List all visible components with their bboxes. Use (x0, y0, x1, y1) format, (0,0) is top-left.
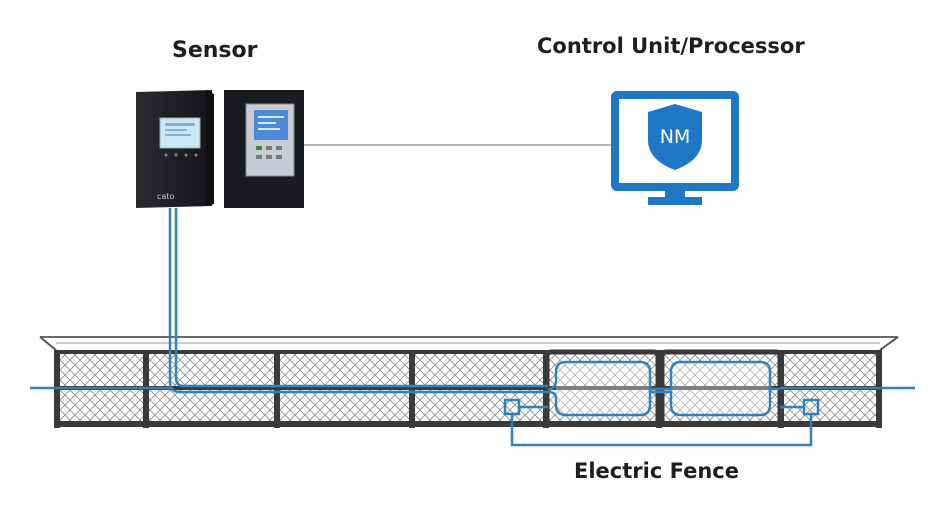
sensor-cable (30, 208, 915, 447)
electric-fence-label: Electric Fence (574, 459, 739, 483)
sensor-device-left: cato (136, 90, 214, 208)
sensor-screen-right (254, 110, 288, 140)
control-unit-label: Control Unit/Processor (537, 34, 805, 58)
sensor-screen-left (159, 117, 201, 149)
control-unit-monitor: NM (611, 91, 739, 205)
sensor-device-right (224, 90, 304, 208)
sensor-label: Sensor (172, 38, 258, 63)
shield-icon (648, 104, 702, 170)
sensor-brand-text: cato (157, 192, 174, 201)
monitor-badge-text: NM (660, 126, 691, 148)
fence (39, 336, 899, 428)
